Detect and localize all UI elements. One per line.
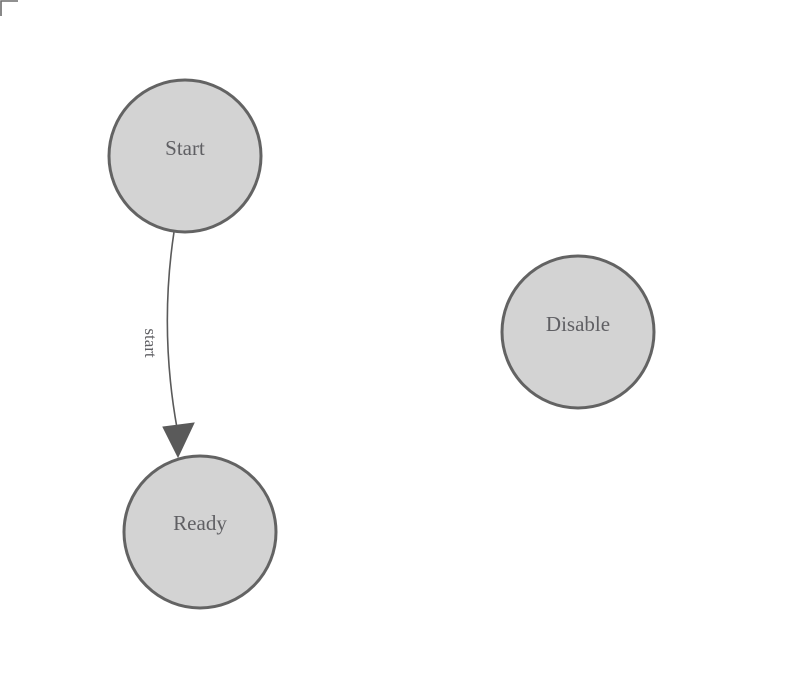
node-ready-label: Ready (173, 511, 227, 535)
node-start-label: Start (165, 136, 205, 160)
node-disable[interactable]: Disable (500, 254, 656, 410)
node-ready[interactable]: Ready (122, 454, 278, 610)
edge-start-to-ready-arrowhead-icon (162, 422, 195, 459)
node-disable-shape[interactable] (500, 254, 656, 410)
node-start-shape[interactable] (107, 78, 263, 234)
selection-corner-bracket-icon (0, 0, 18, 16)
node-start[interactable]: Start (107, 78, 263, 234)
edge-start-to-ready-label: start (141, 328, 160, 358)
selection-corner-bracket-group (0, 0, 18, 16)
edge-start-to-ready[interactable]: start (141, 231, 195, 459)
edge-start-to-ready-path[interactable] (166, 231, 178, 429)
node-ready-shape[interactable] (122, 454, 278, 610)
node-disable-label: Disable (546, 312, 610, 336)
